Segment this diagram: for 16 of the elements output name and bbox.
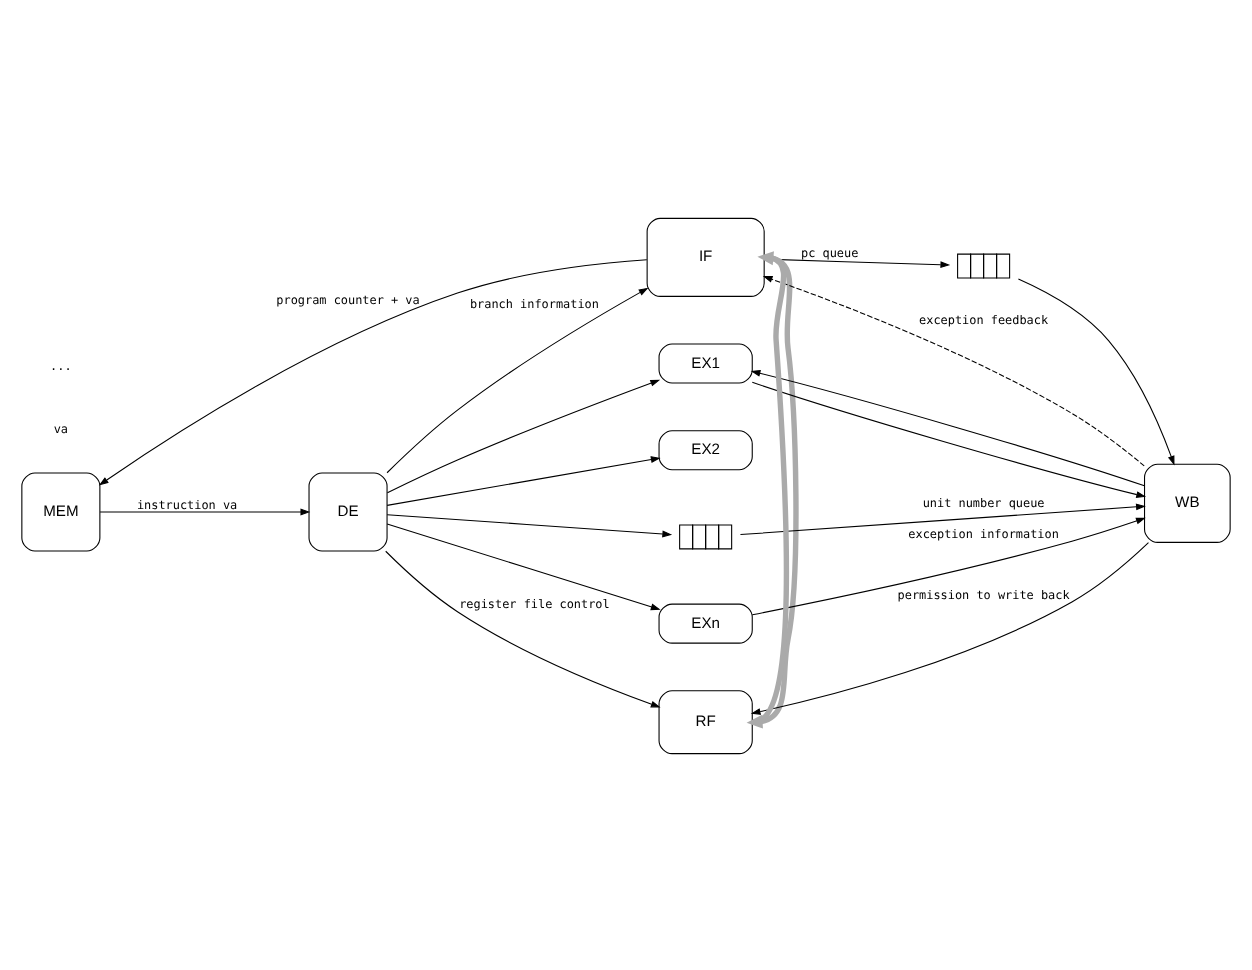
arrow [1017,277,1175,465]
arrow [386,455,661,505]
arrow [99,507,311,515]
arrow [386,378,661,493]
arrow [762,275,1145,466]
arrow [386,286,649,473]
arrow [751,516,1146,615]
arrow [739,502,1146,535]
arrow [386,513,673,537]
arrow [750,368,1145,486]
arrow [752,250,790,724]
arrow [98,258,648,485]
arrow [750,541,1149,714]
arrow [751,380,1147,497]
arrow [385,549,661,707]
arrow [386,522,661,610]
